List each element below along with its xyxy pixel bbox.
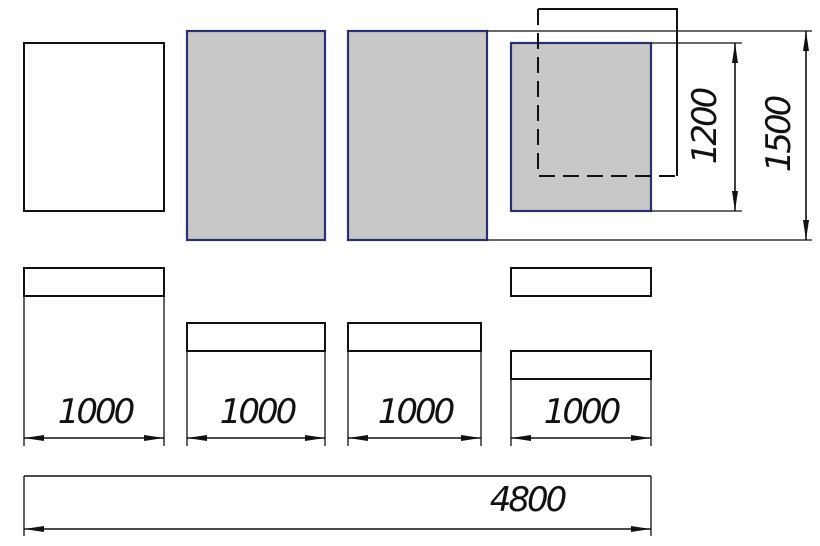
dim-label-height-outer: 1500 xyxy=(759,96,799,172)
slab-1 xyxy=(23,267,165,297)
hidden-outline-dashed xyxy=(537,9,677,177)
dim-label-width-2: 1000 xyxy=(220,392,296,432)
dim-label-width-3: 1000 xyxy=(378,392,454,432)
plan-panel-4 xyxy=(509,41,653,213)
dim-label-width-4: 1000 xyxy=(544,392,620,432)
slab-3 xyxy=(347,322,482,352)
slab-2 xyxy=(186,322,326,352)
dim-label-width-1: 1000 xyxy=(58,392,134,432)
plan-panel-2 xyxy=(185,29,327,242)
plan-panel-3 xyxy=(346,29,489,242)
slab-4-lower xyxy=(510,350,652,380)
dim-label-total: 4800 xyxy=(490,480,566,520)
plan-panel-1 xyxy=(23,42,165,212)
dim-label-height-inner: 1200 xyxy=(685,88,725,164)
slab-4-upper xyxy=(510,267,652,297)
extension-lines-widths xyxy=(23,296,652,446)
overhang-outline xyxy=(538,8,678,176)
